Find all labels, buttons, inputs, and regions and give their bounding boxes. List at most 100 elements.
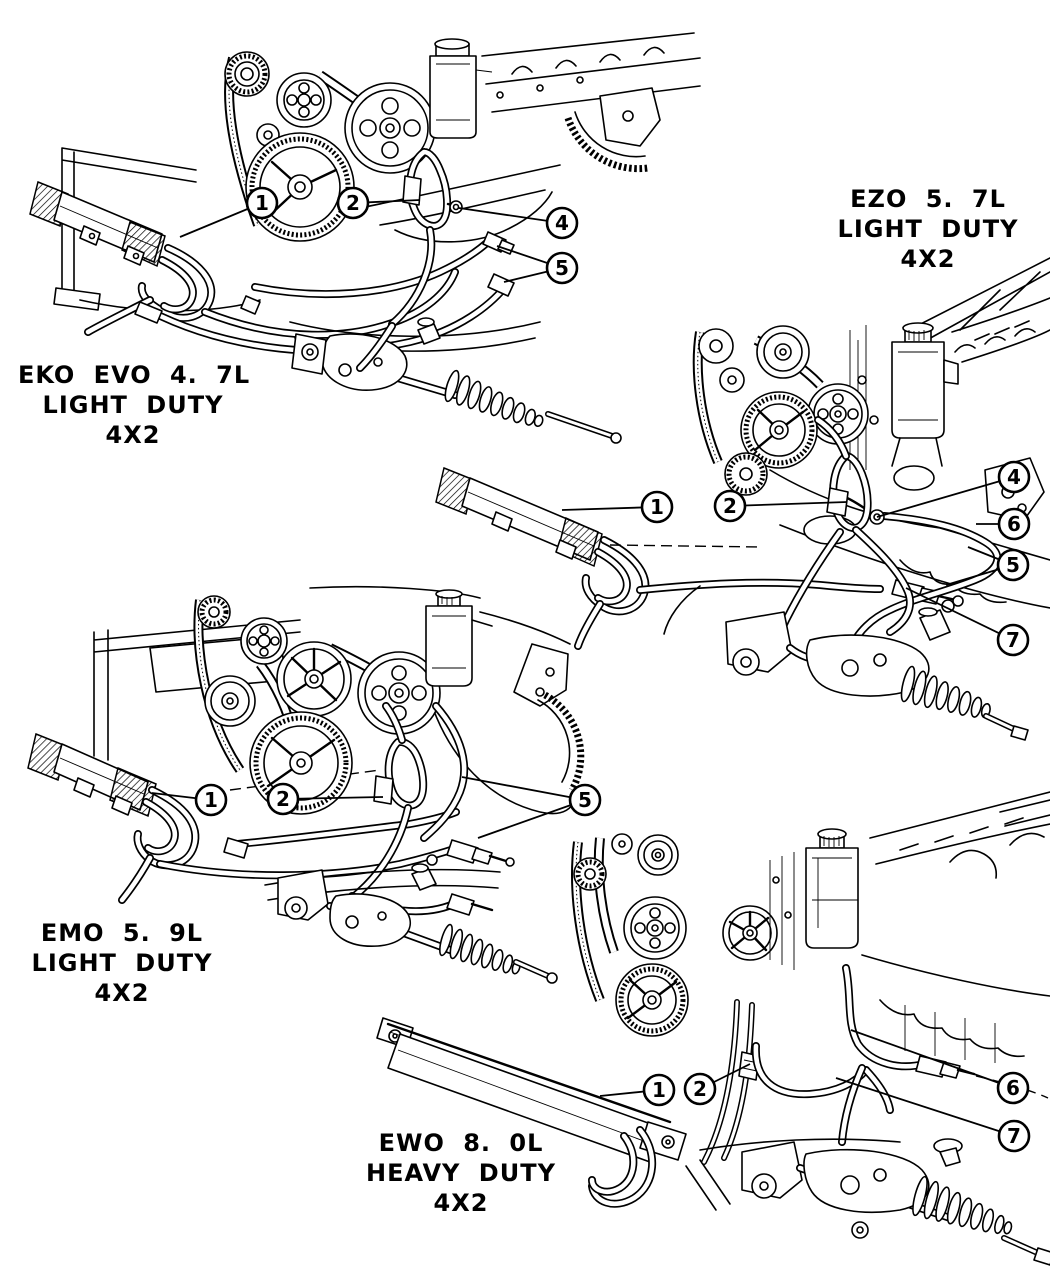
- duty-rating: LIGHT DUTY: [31, 949, 213, 977]
- bellows: [912, 1175, 1013, 1235]
- steering-rack: [264, 854, 558, 984]
- callout-balloon-icon[interactable]: [640, 490, 674, 524]
- frame-rail: [904, 257, 1050, 347]
- callout-ewo-1[interactable]: 1: [642, 1073, 676, 1107]
- hoses: [636, 416, 1002, 654]
- leader-line-eko-4-0: [458, 207, 563, 224]
- callout-layer: 1 2 4 5 1 2 4 6 5 7 1 2 5 1 2 6 7: [151, 186, 1031, 1153]
- callout-ezo-2[interactable]: 2: [713, 489, 747, 523]
- drive-type: 4X2: [900, 245, 956, 273]
- callout-number: 5: [1006, 553, 1020, 577]
- callout-number: 5: [578, 788, 592, 812]
- callout-number: 1: [650, 495, 664, 519]
- callout-emo-1[interactable]: 1: [194, 783, 228, 817]
- pulleys: [698, 325, 869, 496]
- engine-block: [769, 791, 1050, 1063]
- callout-eko-1[interactable]: 1: [245, 186, 279, 220]
- power-steering-cooler: [29, 180, 216, 336]
- leader-line-emo-5-0: [461, 776, 586, 801]
- label-ewo-8-0l: EWO 8. 0L HEAVY DUTY 4X2: [350, 1128, 572, 1218]
- bellows: [444, 369, 544, 428]
- duty-rating: LIGHT DUTY: [42, 391, 224, 419]
- callout-balloon-icon[interactable]: [266, 782, 300, 816]
- callout-balloon-icon[interactable]: [545, 251, 579, 285]
- label-emo-5-9l: EMO 5. 9L LIGHT DUTY 4X2: [12, 918, 232, 1008]
- callout-ewo-6[interactable]: 6: [996, 1071, 1030, 1105]
- hoses: [701, 964, 1049, 1165]
- callout-balloon-icon[interactable]: [996, 548, 1030, 582]
- callout-eko-2[interactable]: 2: [336, 186, 370, 220]
- leader-line-ezo-2-0: [729, 501, 848, 507]
- callout-balloon-icon[interactable]: [997, 460, 1031, 494]
- callout-balloon-icon[interactable]: [642, 1073, 676, 1107]
- callout-number: 2: [693, 1077, 707, 1101]
- reservoir: [425, 589, 493, 687]
- diagram-emo-5-9l: [27, 585, 585, 984]
- callout-number: 6: [1006, 1076, 1020, 1100]
- callout-emo-2[interactable]: 2: [266, 782, 300, 816]
- callout-number: 4: [555, 211, 569, 235]
- belt: [571, 837, 619, 1002]
- diagram-ewo-8-0l: [376, 791, 1050, 1266]
- callout-number: 1: [652, 1078, 666, 1102]
- steering-rack: [663, 585, 1029, 741]
- callout-number: 5: [555, 256, 569, 280]
- callout-number: 6: [1007, 512, 1021, 536]
- duty-rating: HEAVY DUTY: [366, 1159, 556, 1187]
- reservoir: [429, 38, 493, 139]
- diagram-ezo-5-7l: [435, 257, 1050, 741]
- callout-balloon-icon[interactable]: [997, 1119, 1031, 1153]
- callout-eko-4[interactable]: 4: [545, 206, 579, 240]
- callout-balloon-icon[interactable]: [545, 206, 579, 240]
- callout-number: 7: [1006, 628, 1020, 652]
- callout-balloon-icon[interactable]: [683, 1072, 717, 1106]
- leader-line-emo-2-0: [282, 796, 384, 800]
- callout-ewo-7[interactable]: 7: [997, 1119, 1031, 1153]
- callout-balloon-icon[interactable]: [997, 507, 1031, 541]
- drive-type: 4X2: [94, 979, 150, 1007]
- callout-ezo-7[interactable]: 7: [996, 623, 1030, 657]
- leader-line-ezo-4-0: [876, 476, 1015, 518]
- power-steering-cooler: [376, 1017, 731, 1211]
- label-ezo-5-7l: EZO 5. 7L LIGHT DUTY 4X2: [818, 184, 1038, 274]
- reservoir: [805, 828, 859, 949]
- bellows: [900, 665, 991, 719]
- callout-number: 1: [255, 191, 269, 215]
- drive-type: 4X2: [433, 1189, 489, 1217]
- engine-code: EZO 5. 7L: [850, 185, 1006, 213]
- callout-emo-5[interactable]: 5: [568, 783, 602, 817]
- callout-ezo-1[interactable]: 1: [640, 490, 674, 524]
- power-steering-cooler: [435, 466, 761, 650]
- callout-ezo-5[interactable]: 5: [996, 548, 1030, 582]
- callout-balloon-icon[interactable]: [996, 1071, 1030, 1105]
- callout-balloon-icon[interactable]: [336, 186, 370, 220]
- callout-balloon-icon[interactable]: [194, 783, 228, 817]
- callout-number: 2: [346, 191, 360, 215]
- callout-balloon-icon[interactable]: [245, 186, 279, 220]
- engine-code: EWO 8. 0L: [378, 1129, 544, 1157]
- pulleys: [197, 595, 441, 815]
- bellows: [439, 923, 521, 975]
- hoses: [156, 702, 515, 916]
- callout-number: 4: [1007, 465, 1021, 489]
- engine-block: [359, 32, 701, 243]
- leader-line-ewo-7-0: [835, 1077, 1015, 1137]
- leader-line-emo-5-1: [477, 799, 586, 839]
- callout-balloon-icon[interactable]: [996, 623, 1030, 657]
- callout-ezo-4[interactable]: 4: [997, 460, 1031, 494]
- callout-balloon-icon[interactable]: [568, 783, 602, 817]
- leader-line-ezo-7-0: [905, 587, 1014, 641]
- callout-number: 1: [204, 788, 218, 812]
- engine-block: [309, 585, 585, 815]
- power-steering-cooler: [27, 732, 200, 904]
- callout-ewo-2[interactable]: 2: [683, 1072, 717, 1106]
- engine-code: EKO EVO 4. 7L: [18, 361, 251, 389]
- callout-eko-5[interactable]: 5: [545, 251, 579, 285]
- callout-balloon-icon[interactable]: [713, 489, 747, 523]
- steering-rack: [699, 1138, 1050, 1266]
- callout-number: 2: [723, 494, 737, 518]
- label-eko-evo-4-7l: EKO EVO 4. 7L LIGHT DUTY 4X2: [18, 360, 251, 450]
- duty-rating: LIGHT DUTY: [837, 215, 1019, 243]
- callout-ezo-6[interactable]: 6: [997, 507, 1031, 541]
